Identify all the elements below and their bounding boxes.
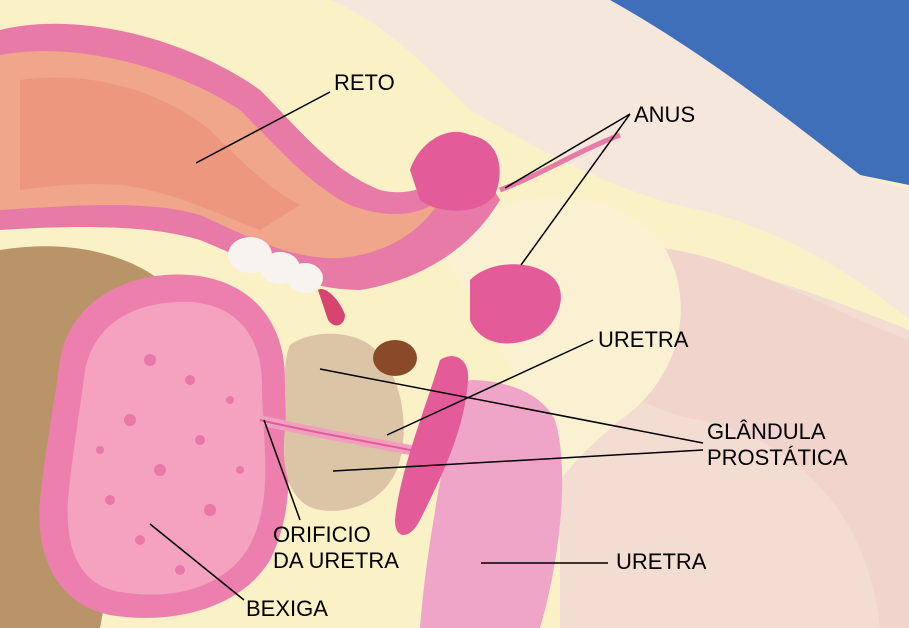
- label-uretra-top: URETRA: [598, 328, 688, 352]
- label-anus: ANUS: [634, 103, 695, 127]
- label-bexiga: BEXIGA: [246, 597, 328, 621]
- perineal-body: [373, 340, 417, 376]
- label-orificio-line1: ORIFICIO: [273, 523, 371, 547]
- label-reto: RETO: [334, 71, 395, 95]
- label-uretra-bottom: URETRA: [616, 550, 706, 574]
- label-orificio-line2: DA URETRA: [273, 549, 399, 573]
- seminal-vesicle-3: [287, 263, 323, 293]
- label-glandula-line1: GLÂNDULA: [707, 420, 826, 444]
- label-glandula-line2: PROSTÁTICA: [707, 446, 848, 470]
